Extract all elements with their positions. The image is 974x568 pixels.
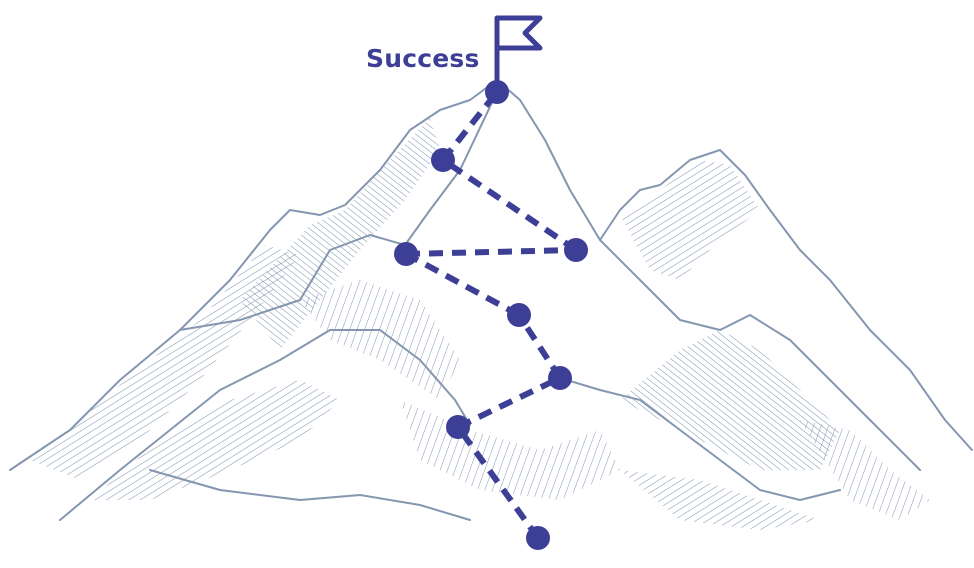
hatch-right-lower bbox=[620, 330, 840, 470]
hatch-left-slope bbox=[30, 245, 300, 480]
route-waypoint bbox=[431, 148, 455, 172]
route-waypoint bbox=[564, 238, 588, 262]
route-segment bbox=[456, 375, 562, 430]
route-waypoint bbox=[507, 303, 531, 327]
ridge-center bbox=[404, 91, 498, 246]
ground-line bbox=[149, 469, 471, 521]
route-segment bbox=[405, 247, 577, 257]
route-segment bbox=[516, 313, 563, 380]
ridge-right-lower bbox=[559, 377, 841, 501]
hatch-lower-left bbox=[90, 380, 340, 500]
hatch-right-face bbox=[620, 160, 760, 280]
climbing-route bbox=[394, 80, 588, 550]
hatch-bottom-right bbox=[620, 470, 820, 530]
route-segment bbox=[441, 157, 578, 253]
hatch-far-right bbox=[800, 420, 930, 520]
route-waypoint bbox=[548, 366, 572, 390]
summit-waypoint bbox=[485, 80, 509, 104]
flag-icon bbox=[494, 15, 543, 95]
route-waypoint bbox=[394, 242, 418, 266]
route-waypoint bbox=[446, 415, 470, 439]
route-segment bbox=[440, 90, 500, 162]
hatch-left-face bbox=[240, 118, 440, 350]
ridge-right bbox=[599, 239, 921, 471]
hatch-base-center bbox=[400, 400, 620, 500]
main-peak-outline bbox=[9, 79, 973, 471]
hatch-center bbox=[300, 280, 460, 400]
route-waypoint bbox=[526, 526, 550, 550]
success-label: Success bbox=[366, 44, 480, 73]
mountain-illustration bbox=[9, 79, 973, 530]
